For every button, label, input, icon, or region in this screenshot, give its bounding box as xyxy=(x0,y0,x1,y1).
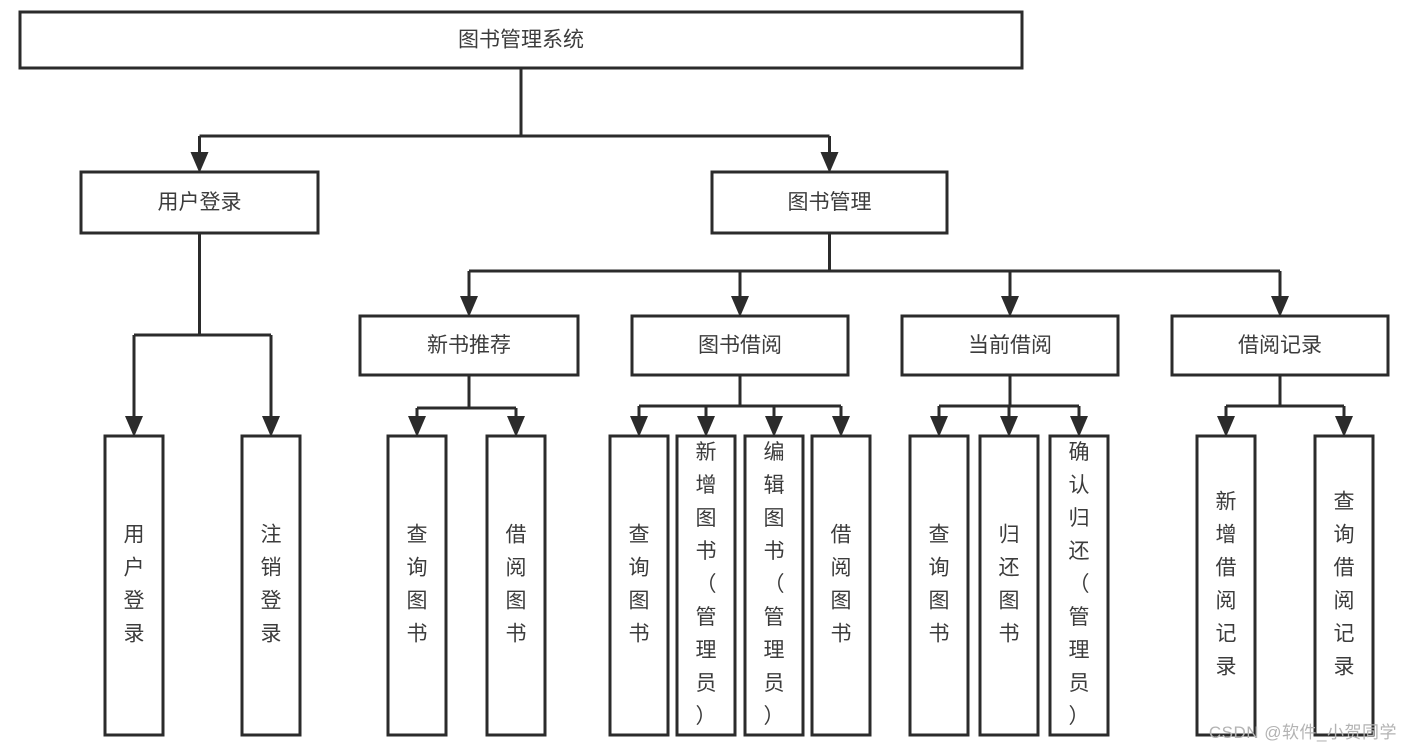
node-book-borrow[interactable]: 图书借阅 xyxy=(630,314,850,377)
node-label: 图书借阅 xyxy=(698,334,782,357)
node-leaf-borrow-book-1[interactable]: 借阅图书 xyxy=(485,434,547,737)
node-box xyxy=(386,434,448,737)
node-box xyxy=(900,314,1120,377)
arrow-head-icon xyxy=(697,416,715,437)
arrow-head-icon xyxy=(1217,416,1235,437)
arrow-head-icon xyxy=(1271,296,1289,317)
node-leaf-confirm-return[interactable]: 确认归还（管理员） xyxy=(1048,434,1110,737)
node-current-borrow[interactable]: 当前借阅 xyxy=(900,314,1120,377)
arrow-head-icon xyxy=(125,416,143,437)
node-box xyxy=(240,434,302,737)
node-box xyxy=(743,434,805,737)
node-leaf-return-book[interactable]: 归还图书 xyxy=(978,434,1040,737)
node-leaf-query-borrow-record[interactable]: 查询借阅记录 xyxy=(1313,434,1375,737)
arrow-head-icon xyxy=(460,296,478,317)
node-leaf-borrow-book-2[interactable]: 借阅图书 xyxy=(810,434,872,737)
node-leaf-query-book-2[interactable]: 查询图书 xyxy=(608,434,670,737)
node-box xyxy=(978,434,1040,737)
node-box xyxy=(18,10,1024,70)
node-label: 归还图书 xyxy=(999,524,1020,646)
arrow-head-icon xyxy=(262,416,280,437)
node-box xyxy=(1048,434,1110,737)
node-book-manage[interactable]: 图书管理 xyxy=(710,170,949,235)
node-box xyxy=(608,434,670,737)
node-box xyxy=(1170,314,1390,377)
node-label: 图书管理系统 xyxy=(458,29,584,52)
arrow-head-icon xyxy=(408,416,426,437)
node-user-login[interactable]: 用户登录 xyxy=(79,170,320,235)
node-box xyxy=(358,314,580,377)
arrow-head-icon xyxy=(507,416,525,437)
node-box xyxy=(1195,434,1257,737)
node-label: 借阅记录 xyxy=(1238,334,1322,357)
arrow-head-icon xyxy=(1000,416,1018,437)
node-leaf-user-login[interactable]: 用户登录 xyxy=(103,434,165,737)
node-label: 图书管理 xyxy=(788,191,872,214)
arrow-head-icon xyxy=(1001,296,1019,317)
node-new-book-recommend[interactable]: 新书推荐 xyxy=(358,314,580,377)
node-leaf-query-book-3[interactable]: 查询图书 xyxy=(908,434,970,737)
node-box xyxy=(810,434,872,737)
node-box xyxy=(710,170,949,235)
node-leaf-add-book[interactable]: 新增图书（管理员） xyxy=(675,434,737,737)
node-label: 编辑图书（管理员） xyxy=(764,441,785,728)
arrow-head-icon xyxy=(930,416,948,437)
node-label: 借阅图书 xyxy=(831,524,852,646)
arrow-head-icon xyxy=(832,416,850,437)
node-label: 查询图书 xyxy=(407,524,428,646)
node-box xyxy=(79,170,320,235)
arrow-head-icon xyxy=(190,152,209,173)
node-label: 注销登录 xyxy=(261,524,282,646)
node-box xyxy=(1313,434,1375,737)
node-box xyxy=(630,314,850,377)
node-label: 查询借阅记录 xyxy=(1334,491,1355,679)
node-box xyxy=(675,434,737,737)
arrow-head-icon xyxy=(1335,416,1353,437)
node-label: 查询图书 xyxy=(929,524,950,646)
node-leaf-edit-book[interactable]: 编辑图书（管理员） xyxy=(743,434,805,737)
node-root[interactable]: 图书管理系统 xyxy=(18,10,1024,70)
node-label: 当前借阅 xyxy=(968,334,1052,357)
node-label: 新增借阅记录 xyxy=(1216,491,1237,679)
node-label: 借阅图书 xyxy=(506,524,527,646)
node-box xyxy=(103,434,165,737)
node-leaf-query-book-1[interactable]: 查询图书 xyxy=(386,434,448,737)
node-label: 用户登录 xyxy=(158,191,242,214)
arrow-head-icon xyxy=(731,296,749,317)
node-label: 确认归还（管理员） xyxy=(1069,441,1090,728)
node-label: 查询图书 xyxy=(629,524,650,646)
node-label: 新书推荐 xyxy=(427,334,511,357)
arrow-head-icon xyxy=(820,152,839,173)
arrow-head-icon xyxy=(1070,416,1088,437)
arrow-head-icon xyxy=(765,416,783,437)
node-leaf-add-borrow-record[interactable]: 新增借阅记录 xyxy=(1195,434,1257,737)
node-box xyxy=(908,434,970,737)
node-box xyxy=(485,434,547,737)
arrow-head-icon xyxy=(630,416,648,437)
node-label: 用户登录 xyxy=(124,524,145,646)
connector-layer xyxy=(125,68,1353,437)
node-label: 新增图书（管理员） xyxy=(696,441,717,728)
node-leaf-logout-login[interactable]: 注销登录 xyxy=(240,434,302,737)
node-layer: 图书管理系统用户登录图书管理新书推荐图书借阅当前借阅借阅记录用户登录注销登录查询… xyxy=(18,10,1390,737)
node-borrow-record[interactable]: 借阅记录 xyxy=(1170,314,1390,377)
